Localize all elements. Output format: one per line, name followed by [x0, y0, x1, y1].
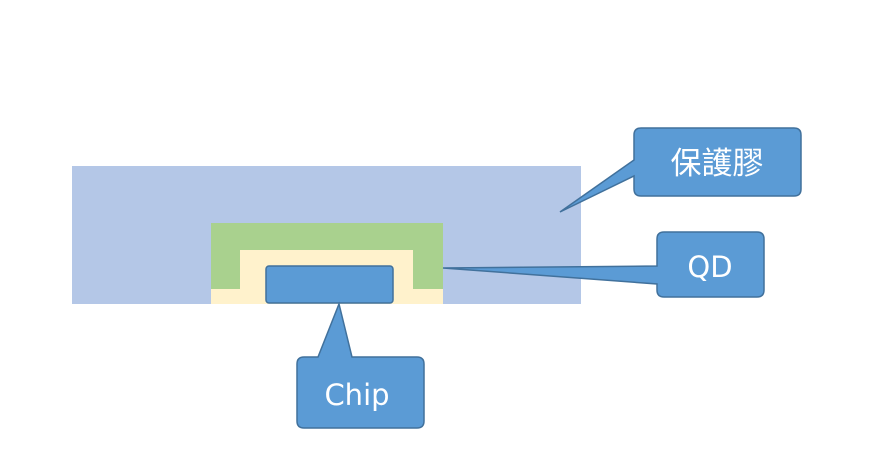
callout-encapsulant-label: 保護膠 [671, 146, 764, 182]
callout-chip: Chip [296, 301, 425, 429]
callout-encapsulant: 保護膠 [559, 127, 802, 213]
chip [265, 265, 394, 304]
callout-qd-label: QD [687, 250, 732, 284]
qd-layer [211, 223, 443, 289]
callout-qd: QD [442, 231, 765, 298]
callout-chip-label: Chip [324, 378, 389, 412]
